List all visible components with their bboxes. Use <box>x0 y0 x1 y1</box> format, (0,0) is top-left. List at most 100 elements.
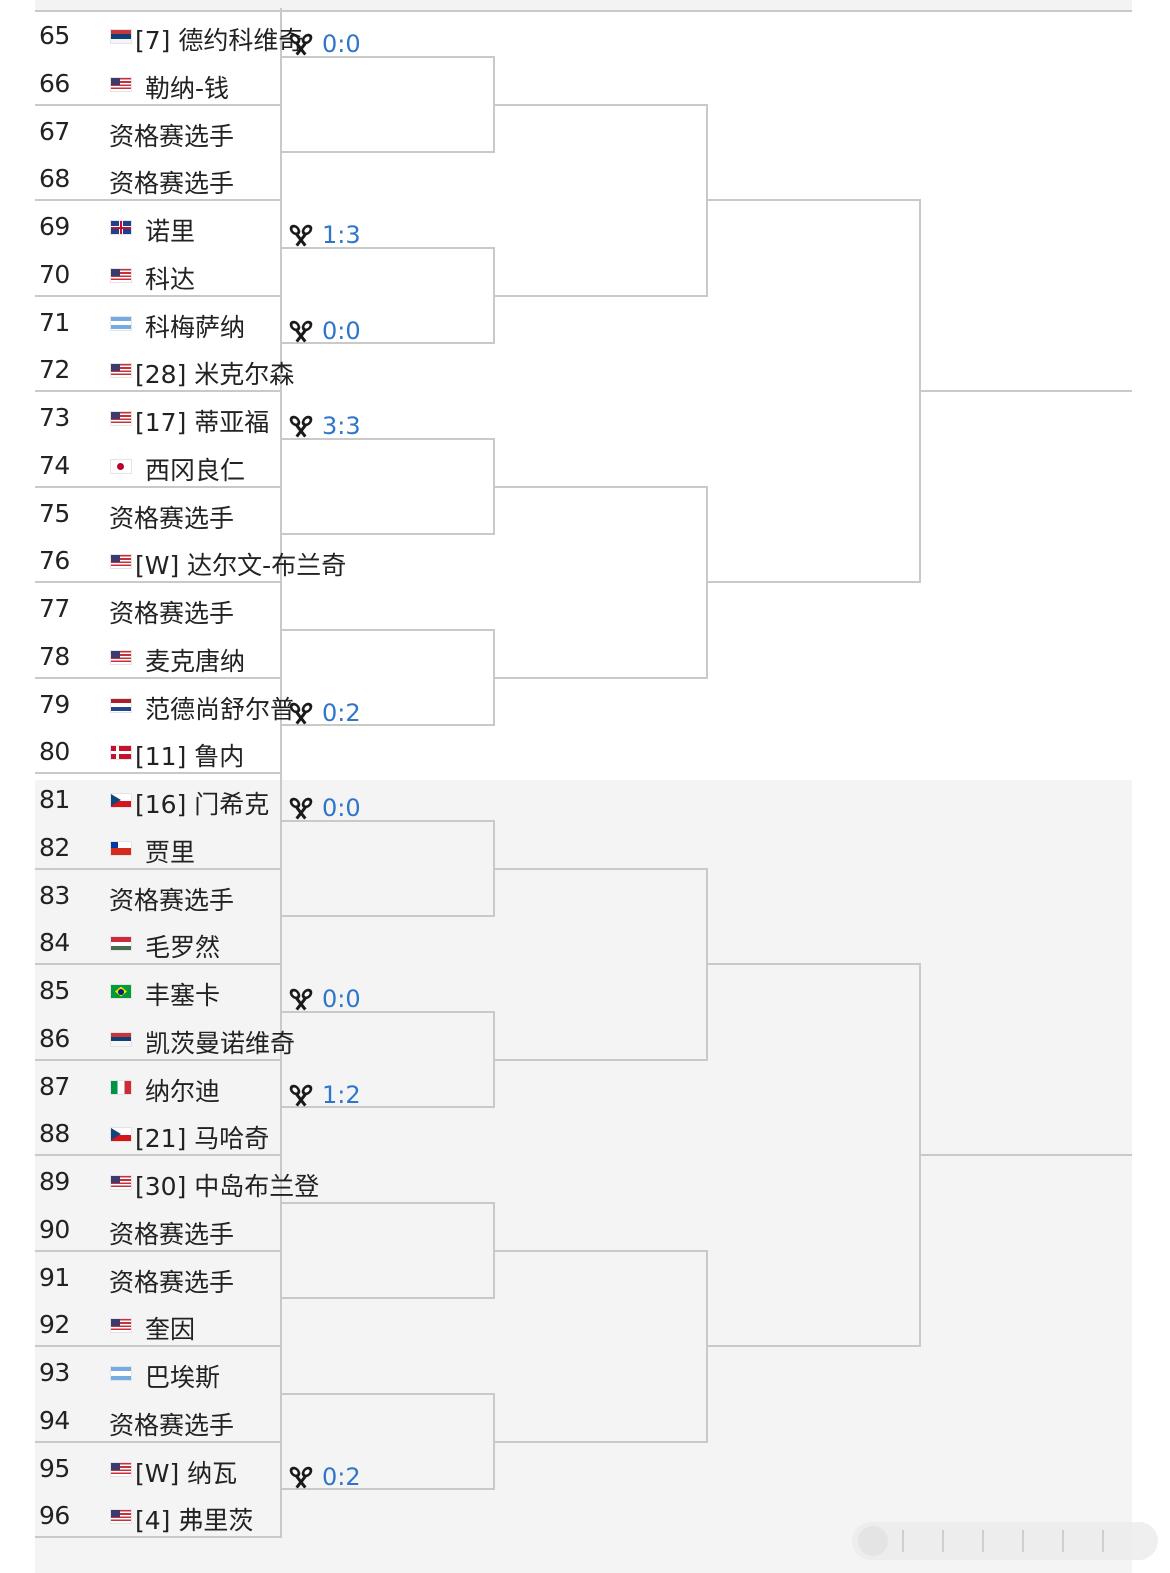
pair-bracket <box>280 8 282 104</box>
scroll-knob[interactable] <box>858 1526 888 1556</box>
bracket-connector <box>282 628 494 631</box>
flag-arg-icon <box>111 1367 131 1380</box>
match-score[interactable]: 0:0 <box>322 985 361 1013</box>
player-name[interactable]: 西冈良仁 <box>145 455 246 485</box>
flag-usa-icon <box>111 364 131 378</box>
pair-bracket <box>280 485 282 581</box>
crossed-rackets-icon[interactable] <box>287 701 315 727</box>
player-name[interactable]: [4] 弗里茨 <box>135 1506 254 1536</box>
match-score[interactable]: 0:2 <box>322 1462 361 1491</box>
bracket-connector <box>708 1345 920 1347</box>
bracket-connector <box>708 199 920 201</box>
flag-ita-icon <box>111 1080 131 1094</box>
player-name[interactable]: [W] 纳瓦 <box>135 1458 238 1488</box>
draw-position-number: 74 <box>39 450 70 480</box>
flag-hun-icon <box>111 937 131 951</box>
flag-usa-icon <box>111 555 131 569</box>
player-name[interactable]: 奎因 <box>145 1315 196 1345</box>
draw-position-number: 96 <box>39 1501 70 1531</box>
draw-position-number: 71 <box>39 307 70 337</box>
match-score[interactable]: 0:0 <box>322 30 361 58</box>
draw-position-number: 77 <box>39 594 70 623</box>
player-name[interactable]: [7] 德约科维奇 <box>135 26 304 55</box>
draw-position-number: 88 <box>39 1119 70 1149</box>
player-name[interactable]: 勒纳-钱 <box>145 73 230 103</box>
match-score[interactable]: 0:0 <box>322 316 361 345</box>
match-score[interactable]: 0:2 <box>322 698 361 727</box>
flag-usa-icon <box>111 1510 131 1524</box>
player-name[interactable]: 资格赛选手 <box>109 169 235 199</box>
player-name[interactable]: [30] 中岛布兰登 <box>135 1172 320 1201</box>
pair-bracket <box>280 103 282 199</box>
bracket-final-line <box>921 1154 1132 1156</box>
draw-position-number: 76 <box>39 546 70 576</box>
player-name[interactable]: 凯茨曼诺维奇 <box>145 1028 296 1058</box>
bracket-connector <box>282 151 494 154</box>
player-name[interactable]: 巴埃斯 <box>145 1363 221 1392</box>
player-name[interactable]: 资格赛选手 <box>109 121 235 151</box>
flag-usa-icon <box>111 412 131 425</box>
flag-usa-icon <box>111 1176 131 1189</box>
draw-position-number: 79 <box>39 689 70 719</box>
flag-usa-icon <box>111 268 131 282</box>
crossed-rackets-icon[interactable] <box>287 32 315 58</box>
bracket-connector <box>493 55 495 154</box>
bracket-section-next <box>35 1555 1132 1573</box>
player-name[interactable]: 贾里 <box>145 837 196 867</box>
player-name[interactable]: 资格赛选手 <box>109 1219 235 1249</box>
player-name[interactable]: [11] 鲁内 <box>135 742 245 772</box>
crossed-rackets-icon[interactable] <box>287 1465 315 1491</box>
bracket-connector <box>495 867 707 870</box>
bracket-connector <box>282 724 494 727</box>
bracket-connector <box>282 533 494 536</box>
match-score[interactable]: 1:2 <box>322 1080 361 1109</box>
crossed-rackets-icon[interactable] <box>287 796 315 822</box>
bracket-connector <box>495 1058 707 1061</box>
match-score[interactable]: 3:3 <box>322 412 361 440</box>
floating-scrollbar[interactable] <box>852 1522 1158 1560</box>
player-name[interactable]: [17] 蒂亚福 <box>135 408 270 437</box>
player-name[interactable]: 资格赛选手 <box>109 599 235 628</box>
player-name[interactable]: 资格赛选手 <box>109 885 235 915</box>
player-name[interactable]: 诺里 <box>145 217 196 246</box>
flag-cze-icon <box>111 1128 131 1142</box>
draw-position-number: 85 <box>39 976 70 1005</box>
crossed-rackets-icon[interactable] <box>287 223 315 249</box>
bracket-connector <box>493 819 495 918</box>
player-name[interactable]: 科达 <box>145 264 196 294</box>
bracket-connector <box>282 1297 494 1300</box>
player-name[interactable]: 资格赛选手 <box>109 1410 235 1440</box>
flag-srb-icon <box>111 30 131 43</box>
player-name[interactable]: 资格赛选手 <box>109 503 235 533</box>
draw-position-number: 75 <box>39 498 70 528</box>
pair-bracket <box>280 1154 282 1250</box>
player-name[interactable]: 毛罗然 <box>145 933 221 963</box>
bracket-connector <box>495 294 707 297</box>
player-name[interactable]: 范德尚舒尔普 <box>145 694 296 724</box>
crossed-rackets-icon[interactable] <box>287 987 315 1013</box>
player-name[interactable]: [16] 门希克 <box>135 790 270 819</box>
crossed-rackets-icon[interactable] <box>287 414 315 440</box>
player-name[interactable]: [W] 达尔文-布兰奇 <box>135 551 347 581</box>
match-score[interactable]: 1:3 <box>322 221 361 249</box>
pair-bracket <box>280 1249 282 1345</box>
pair-bracket <box>280 867 282 963</box>
pair-separator <box>35 294 282 297</box>
player-name[interactable]: [21] 马哈奇 <box>135 1124 270 1154</box>
player-name[interactable]: 纳尔迪 <box>145 1076 221 1106</box>
flag-srb-icon <box>111 1032 131 1046</box>
player-name[interactable]: 丰塞卡 <box>145 981 221 1010</box>
draw-position-number: 65 <box>39 21 70 50</box>
player-name[interactable]: [28] 米克尔森 <box>135 360 295 390</box>
draw-position-number: 67 <box>39 116 70 146</box>
match-score[interactable]: 0:0 <box>322 794 361 822</box>
player-name[interactable]: 麦克唐纳 <box>145 646 246 676</box>
pair-separator <box>35 1058 282 1061</box>
player-name[interactable]: 资格赛选手 <box>109 1267 235 1297</box>
crossed-rackets-icon[interactable] <box>287 1083 315 1109</box>
draw-position-number: 70 <box>39 259 70 289</box>
bracket-connector <box>919 199 921 583</box>
crossed-rackets-icon[interactable] <box>287 319 315 345</box>
player-name[interactable]: 科梅萨纳 <box>145 312 246 342</box>
bracket-connector <box>495 103 707 106</box>
